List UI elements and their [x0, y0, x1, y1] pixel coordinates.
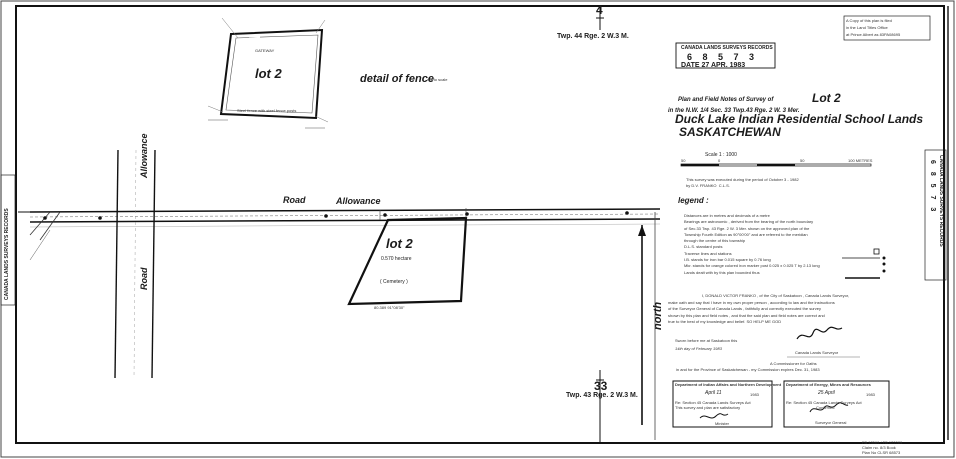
allowance-h-label: Allowance: [336, 196, 381, 206]
survey-period: This survey was executed during the peri…: [686, 177, 799, 188]
section-bottom: 33: [594, 379, 608, 393]
road-north-line: [29, 208, 661, 213]
surveyor-signature: [796, 326, 843, 340]
dept-right-year: 1983: [866, 392, 875, 397]
records-box: [675, 42, 776, 69]
legend-item: Mkr. stands for orange colored iron mark…: [684, 263, 820, 269]
legend-item: of Sec.33 Twp. 43 Rge. 2 W. 3 Mer. shown…: [684, 225, 810, 231]
dept-left-box: [672, 380, 773, 428]
fence-detail-gate: GATEWAY: [255, 48, 275, 53]
sworn-commissioner: A Commissioner for Oaths: [770, 361, 817, 366]
oath-line: make oath and say that I have in my own …: [668, 299, 835, 305]
township-top: Twp. 44 Rge. 2 W.3 M.: [557, 33, 629, 40]
copy-stamp-line2: in the Land Titles Office: [846, 25, 888, 30]
main-lot-cemetery: ( Cemetery ): [380, 279, 408, 285]
title-line4: SASKATCHEWAN: [679, 125, 781, 139]
main-lot-bottom-dim: 80.389 91°08'30": [374, 305, 405, 310]
records-date: DATE 27 APR. 1983: [681, 62, 746, 69]
oath-line: true to the best of my knowledge and bel…: [668, 319, 782, 324]
legend-title: legend :: [678, 196, 709, 205]
fence-detail-note: not to scale: [427, 77, 448, 82]
allowance-v-label: Allowance: [139, 133, 149, 178]
inner-frame: [15, 5, 945, 444]
fence-detail-lot-outline: [219, 28, 324, 120]
road-vertical-east: [151, 149, 156, 379]
scale-tick-3: 100 METRES: [848, 158, 873, 163]
north-label: north: [652, 301, 664, 330]
right-records-number: 6 8 5 7 3: [929, 160, 936, 215]
fence-detail-inner-line: [225, 34, 319, 114]
fence-detail-fence-note: Steel fence with steel fence posts: [237, 108, 297, 113]
road-south-line: [29, 218, 661, 223]
legend-item: I.B. stands for iron bar 0.015 square by…: [684, 257, 771, 263]
scale-tick-2: 50: [800, 158, 805, 163]
dept-left-date: April 11: [705, 390, 722, 396]
road-h-label: Road: [283, 195, 306, 205]
legend-item: Township Fourth Edition as 90°00'00" and…: [684, 231, 808, 237]
road-vertical-west: [114, 149, 119, 379]
copy-stamp-box: [843, 15, 931, 41]
section-top: 4: [596, 3, 603, 17]
fence-detail-lot-label: lot 2: [255, 66, 282, 81]
sworn-commission: in and for the Province of Saskatchewan …: [676, 367, 820, 372]
scale-tick-0: 50: [681, 158, 686, 163]
sworn-line2: 14th day of February 1983: [675, 346, 722, 351]
left-records-stamp: CANADA LANDS SURVEYS RECORDS: [4, 208, 10, 300]
dept-left-title: Department of Indian Affairs and Norther…: [675, 382, 782, 387]
dept-right-box: [783, 380, 890, 428]
dept-left-role: Minister: [715, 421, 730, 426]
township-bottom: Twp. 43 Rge. 2 W.3 M.: [566, 392, 638, 399]
title-lot: Lot 2: [812, 91, 841, 105]
dept-right-note2: Confirmed: [816, 405, 835, 410]
dept-right-title: Department of Energy, Mines and Resource…: [786, 382, 871, 387]
sworn-surveyor: Canada Lands Surveyor: [795, 350, 839, 355]
dept-left-note: Re: Section 45 Canada Lands Surveys Act: [675, 400, 751, 405]
oath-text: I, DONALD VICTOR FRANKO , of the City of…: [668, 293, 849, 326]
copy-stamp-line1: A Copy of this plan is filed: [846, 18, 892, 23]
title-line2: in the N.W. 1/4 Sec. 33 Twp.43 Rge. 2 W.…: [668, 108, 800, 114]
sworn-line1: Sworn before me at Saskatoon this: [675, 338, 738, 343]
oath-line: I, DONALD VICTOR FRANKO , of the City of…: [702, 293, 850, 298]
scale-tick-1: 0: [718, 158, 721, 163]
dept-right-note: Re: Section 45 Canada Lands Surveys Act: [786, 400, 862, 405]
legend-item: Traverse lines and stations: [684, 250, 732, 256]
dept-right-role: Surveyor General: [815, 420, 847, 425]
main-lot-area: 0.570 hectare: [381, 256, 412, 262]
legend-item: D.L.S. standard posts: [684, 244, 723, 250]
road-v-label: Road: [139, 267, 149, 291]
legend-item: through the centre of this township: [684, 238, 746, 244]
footer-note: FB 13569 / FB 122089 Claim no. 8/3 Book …: [862, 440, 903, 455]
title-line3: Duck Lake Indian Residential School Land…: [675, 112, 924, 126]
scale-label: Scale 1 : 1000: [705, 152, 737, 158]
records-number: 6 8 5 7 3: [687, 52, 759, 62]
legend-item: Distances are in metres and decimals of …: [684, 213, 770, 218]
copy-stamp-line3: at Prince Albert as 83PA08695: [846, 32, 901, 37]
main-lot-outline: [347, 216, 468, 306]
legend-item: Bearings are astronomic , derived from t…: [684, 219, 814, 225]
surveyor-general-signature: [809, 402, 849, 413]
right-records-stamp: CANADA LANDS SURVEYS RECORDS: [938, 155, 944, 247]
fence-detail-title: detail of fence: [360, 73, 434, 85]
records-title: CANADA LANDS SURVEYS RECORDS: [681, 45, 773, 51]
legend-item: Lands dealt with by this plan bounded th…: [684, 269, 760, 275]
main-lot-label: lot 2: [386, 236, 413, 251]
minister-signature: [699, 413, 729, 419]
legend-list: Distances are in metres and decimals of …: [684, 213, 820, 276]
title-line1: Plan and Field Notes of Survey of: [678, 97, 774, 103]
dept-left-note2: This survey and plan are satisfactory: [675, 405, 741, 410]
dept-right-date: 25 April: [818, 390, 835, 396]
dept-left-year: 1983: [750, 392, 759, 397]
oath-line: shown by this plan and field notes , and…: [668, 312, 825, 318]
oath-line: of the Surveyor General of Canada Lands …: [668, 306, 821, 311]
north-arrow-icon: [638, 225, 646, 236]
